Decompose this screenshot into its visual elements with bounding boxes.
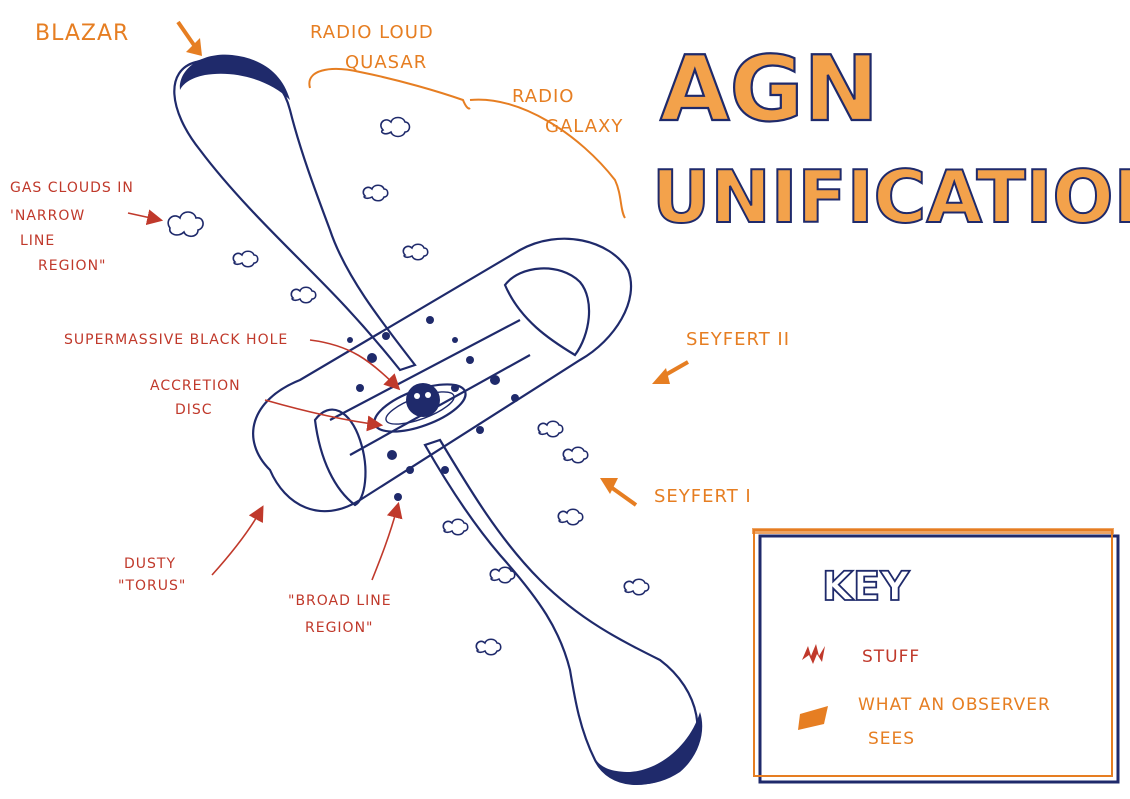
label-accretion-disc-line2: DISC: [175, 402, 213, 418]
key-observer-label-line2: SEES: [868, 729, 915, 749]
label-gas-clouds-line2: 'NARROW: [10, 208, 85, 224]
label-seyfert-2: SEYFERT II: [686, 329, 790, 350]
label-supermassive-black-hole: SUPERMASSIVE BLACK HOLE: [64, 332, 288, 348]
upper-jet-lobe: [174, 58, 415, 370]
label-radio-galaxy-line2: GALAXY: [545, 116, 623, 137]
radio-loud-quasar-bracket: [309, 69, 470, 108]
title-line-1: AGN: [660, 37, 879, 142]
label-radio-loud-quasar-line1: RADIO LOUD: [310, 22, 434, 43]
label-gas-clouds-line1: GAS CLOUDS IN: [10, 180, 134, 196]
label-dusty-torus-line2: "TORUS": [118, 578, 186, 594]
label-accretion-disc-line1: ACCRETION: [150, 378, 241, 394]
label-gas-clouds-line4: REGION": [38, 258, 106, 274]
label-broad-line-region-line2: REGION": [305, 620, 373, 636]
label-dusty-torus-line1: DUSTY: [124, 556, 176, 572]
label-gas-clouds-line3: LINE: [20, 233, 55, 249]
label-seyfert-1: SEYFERT I: [654, 486, 752, 507]
label-blazar: BLAZAR: [35, 21, 129, 46]
key-heading: KEY: [822, 564, 910, 610]
title-line-2: UNIFICATION: [652, 155, 1130, 239]
label-radio-galaxy-line1: RADIO: [512, 86, 574, 107]
supermassive-black-hole: [406, 383, 440, 417]
label-radio-loud-quasar-line2: QUASAR: [345, 52, 427, 73]
lower-jet-cap: [596, 712, 702, 785]
stuff-arrows: [128, 213, 398, 580]
key-stuff-label: STUFF: [862, 647, 920, 667]
key-observer-label-line1: WHAT AN OBSERVER: [858, 695, 1051, 715]
label-broad-line-region-line1: "BROAD LINE: [288, 593, 392, 609]
